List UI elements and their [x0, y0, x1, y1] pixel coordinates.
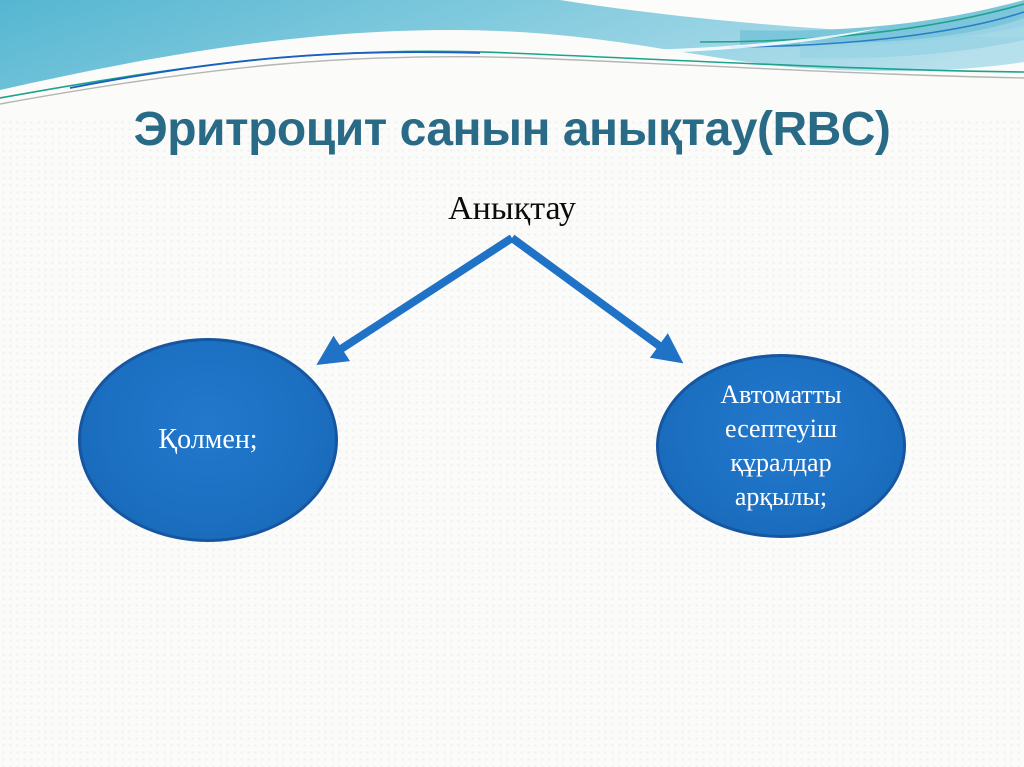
diagram-node-automatic[interactable]: Автоматты есептеуіш құралдар арқылы;: [656, 354, 906, 538]
connector-arrow-right: [509, 234, 684, 364]
diagram-node-automatic-line-4: арқылы;: [734, 482, 828, 511]
diagram-node-automatic-line-2: есептеуіш: [725, 414, 837, 443]
diagram-node-manual[interactable]: Қолмен;: [78, 338, 338, 542]
connector-arrow-left: [316, 234, 515, 365]
diagram-node-automatic-line-3: құралдар: [730, 448, 832, 477]
wave-accent-blue-line: [69, 51, 481, 89]
diagram-node-automatic-line-1: Автоматты: [720, 380, 842, 409]
diagram-root-label: Анықтау: [448, 190, 576, 227]
slide-title: Эритроцит санын анықтау(RBC): [133, 103, 891, 156]
wave-accent-gray-line: [0, 55, 1024, 105]
wave-corner-band-2: [800, 18, 1024, 59]
wave-foreground: [0, 30, 1024, 118]
wave-corner-green-line: [699, 3, 1024, 43]
header-wave-decoration: [0, 0, 1024, 118]
diagram-node-manual-label: Қолмен;: [158, 424, 258, 455]
wave-corner-blue-line: [729, 11, 1024, 48]
